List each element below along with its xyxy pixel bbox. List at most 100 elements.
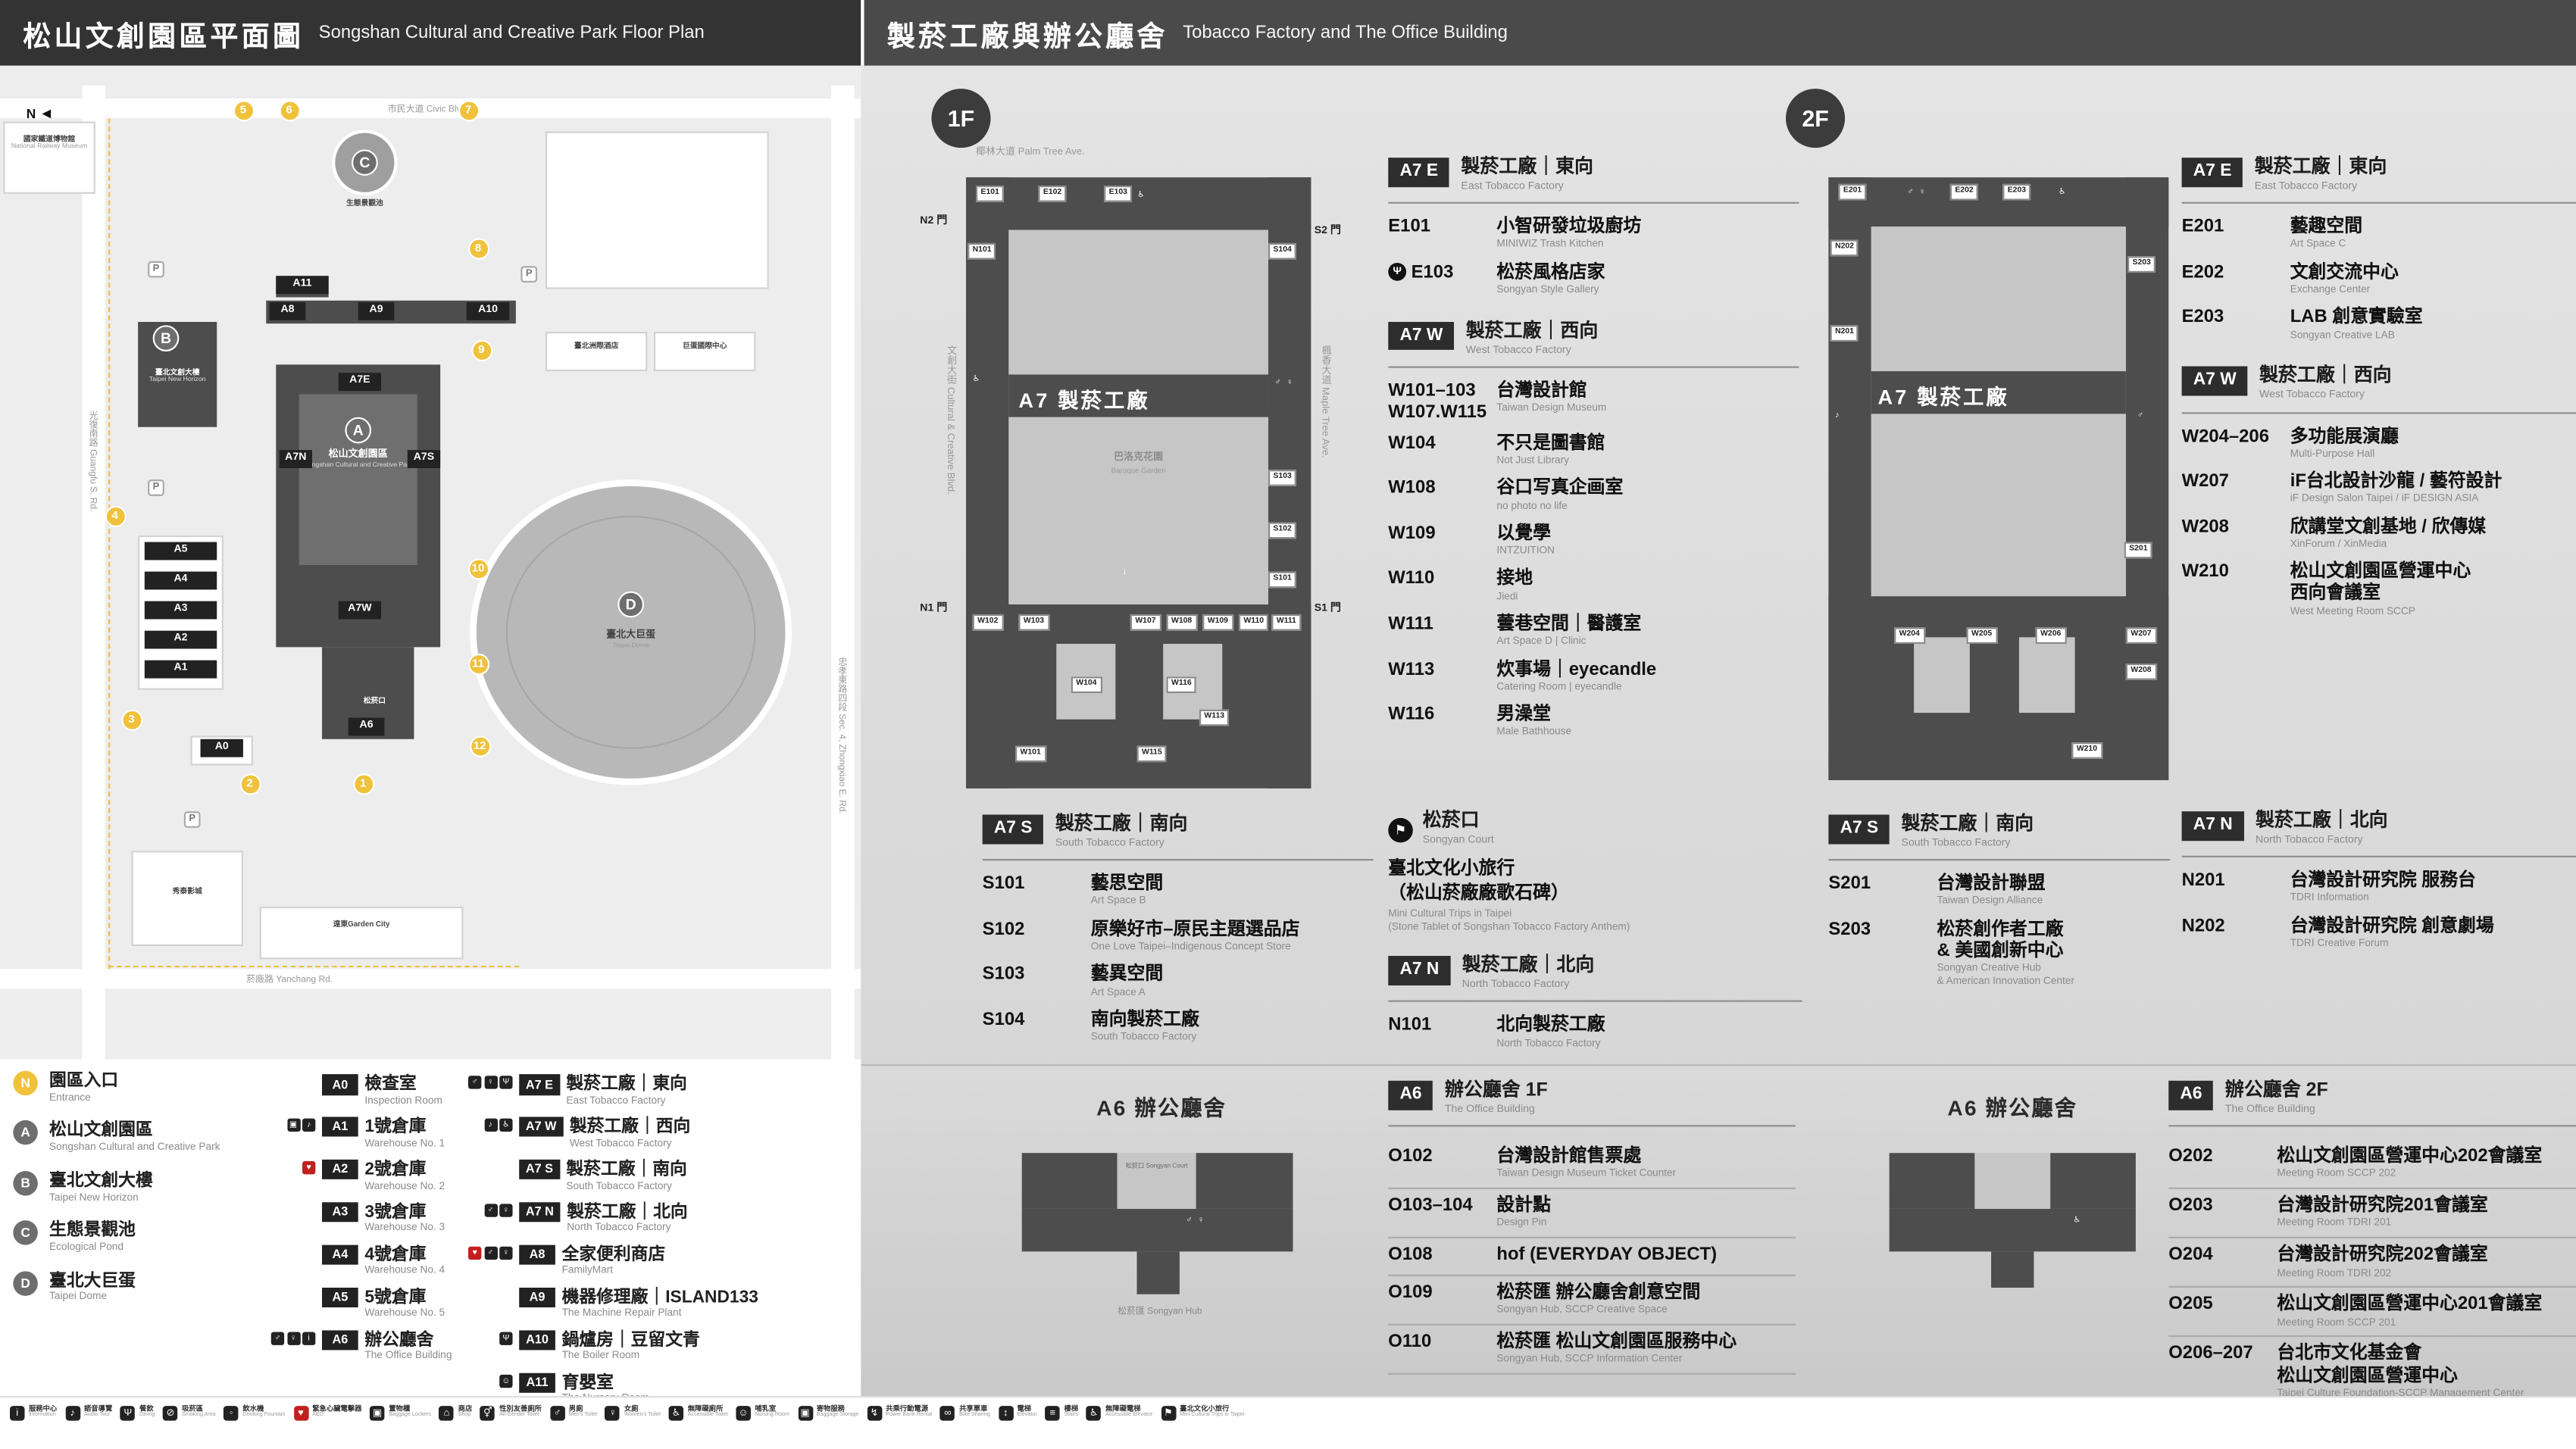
section-title-zh: 製菸工廠｜南向	[1055, 814, 1188, 835]
map-badge-A7W: A7W	[338, 601, 382, 619]
building-wing	[1828, 177, 2169, 227]
room-name-zh: 台灣設計研究院 服務台	[2290, 870, 2476, 891]
room-name-en: Songyan Hub, SCCP Creative Space	[1496, 1304, 1668, 1316]
courtyard	[1871, 226, 2126, 372]
office-title-en: The Office Building	[2224, 1103, 2315, 1115]
parking-icon: P	[183, 811, 201, 828]
north-arrow-icon: N	[27, 105, 54, 122]
building-wing	[1828, 596, 2169, 780]
stairs-icon: ≡	[1045, 1406, 1061, 1421]
nursing-room-icon: ☺	[736, 1406, 751, 1421]
room-name-en: XinForum / XinMedia	[2290, 538, 2387, 551]
left-title-zh: 松山文創園區平面圖	[23, 20, 305, 52]
room-code: W109	[1388, 523, 1436, 544]
room-name-zh: 台北市文化基金會 松山文創園區營運中心	[2277, 1344, 2458, 1386]
room-name-zh: LAB 創意實驗室	[2290, 308, 2423, 328]
parking-icon: P	[148, 479, 164, 496]
room-name-zh: hof (EVERYDAY OBJECT)	[1496, 1245, 1718, 1266]
room-name-zh: iF台北設計沙龍 / 藝符設計	[2290, 471, 2503, 492]
section-title-zh: 製菸工廠｜南向	[1901, 814, 2034, 835]
all-gender-toilet-icon: ⚥	[480, 1406, 496, 1421]
area-marker-B: B	[152, 325, 180, 352]
section-badge: A7 E	[1388, 158, 1450, 187]
room-code: W110	[1388, 569, 1435, 589]
courtyard	[1008, 230, 1268, 375]
avenue-label: 椰林大道 Palm Tree Ave.	[976, 148, 1085, 158]
room-code: O204	[2168, 1245, 2213, 1266]
entrance-1: 1	[352, 773, 374, 795]
facility-icons: ♿	[2058, 187, 2068, 198]
map-label: 臺北洲際酒店	[574, 342, 619, 350]
plan-room-E202: E202	[1949, 183, 1979, 201]
room-name-en: Art Space C	[2290, 239, 2346, 251]
entrance-3: 3	[120, 708, 142, 730]
audio-tour-icon: ♪	[65, 1406, 80, 1421]
room-name-zh: 松菸匯 松山文創園區服務中心	[1496, 1331, 1737, 1351]
footer-strip-background	[0, 1396, 2576, 1449]
elevator-icon: ↕	[998, 1406, 1014, 1421]
plan-room-W206: W206	[2035, 627, 2066, 644]
room-name-zh: 台灣設計研究院202會議室	[2277, 1245, 2488, 1266]
room-code: W116	[1388, 704, 1435, 725]
section-title-zh: 製菸工廠｜東向	[2254, 158, 2387, 178]
zhongxiao-road-shape	[831, 85, 855, 1060]
men-icon: ♂	[270, 1331, 285, 1345]
shop-icon: ⌂	[439, 1406, 455, 1421]
room-code: W104	[1388, 433, 1436, 454]
room-code: S203	[1828, 919, 1871, 939]
entrance-12: 12	[469, 735, 491, 757]
room-code: O102	[1388, 1147, 1433, 1167]
room-name-zh: 小智研發垃圾廚坊	[1496, 217, 1642, 237]
section-title-en: East Tobacco Factory	[2254, 180, 2358, 192]
baggage-lockers-icon: ▣	[370, 1406, 385, 1421]
room-name-en: TDRI Creative Forum	[2290, 938, 2389, 950]
section-title-zh: 製菸工廠｜東向	[1461, 158, 1593, 178]
railway-museum-shape	[3, 121, 95, 194]
room-name-zh: 谷口写真企画室	[1496, 478, 1624, 498]
parking-icon: P	[521, 266, 538, 283]
map-badge-A5: A5	[144, 542, 217, 560]
room-name-en: Meeting Room SCCP 201	[2277, 1316, 2396, 1329]
room-name-en: Multi-Purpose Hall	[2290, 448, 2375, 460]
legend-badge-A7W: A7 W	[519, 1116, 564, 1138]
section-title-en: South Tobacco Factory	[1901, 837, 2011, 849]
legend-badge-A10: A10	[519, 1329, 555, 1351]
plan-room-E203: E203	[2002, 183, 2031, 201]
room-name-zh: 台灣設計館	[1496, 381, 1587, 401]
plan-room-W204: W204	[1894, 627, 1925, 644]
section-title-zh: 製菸工廠｜西向	[2259, 367, 2392, 387]
plan-room-W101: W101	[1015, 745, 1046, 762]
map-badge-A7N: A7N	[279, 450, 312, 467]
legend-badge-A11: A11	[519, 1372, 555, 1394]
legend-badge-A7S: A7 S	[519, 1159, 560, 1180]
office-building-2f-plan: ♿	[1889, 1127, 2136, 1316]
facility-icons: i	[1124, 568, 1127, 579]
right-title-zh: 製菸工廠與辦公廳舍	[886, 20, 1168, 52]
section-badge: A7 S	[982, 814, 1044, 844]
room-code: N101	[1388, 1015, 1432, 1035]
